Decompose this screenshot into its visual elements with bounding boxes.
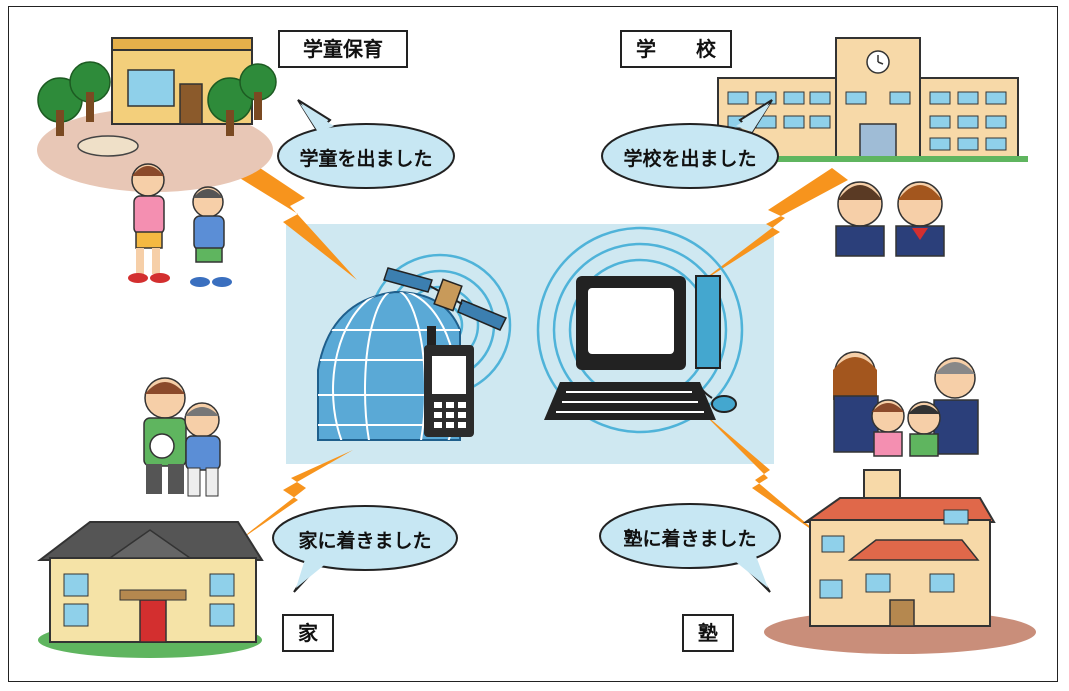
- family-icon: [833, 351, 979, 457]
- label-home: 家: [282, 614, 334, 652]
- lightning-bolt-icon: [230, 160, 848, 540]
- computer-icon: [544, 275, 737, 420]
- children-icon: [128, 163, 232, 287]
- house-illustration: [37, 521, 264, 658]
- label-school: 学 校: [620, 30, 732, 68]
- bubble-text-school: 学校を出ました: [623, 148, 757, 170]
- satellite-icon: [383, 267, 508, 331]
- computer-group: [536, 226, 744, 434]
- label-gakudo: 学童保育: [278, 30, 408, 68]
- satellite-phone-group: [317, 253, 512, 441]
- juku-building-illustration: [764, 469, 1036, 654]
- bubble-text-gakudo: 学童を出ました: [299, 148, 433, 170]
- speech-bubble-school: [601, 99, 779, 189]
- label-juku: 塾: [682, 614, 734, 652]
- students-icon: [835, 181, 945, 257]
- mobile-phone-icon: [424, 326, 474, 437]
- home-children-icon: [143, 377, 221, 497]
- tree-icon: [37, 61, 277, 123]
- speech-bubble-gakudo: [277, 99, 455, 189]
- gakudo-building-illustration: [37, 37, 277, 192]
- bubble-text-juku: 塾に着きました: [623, 528, 757, 550]
- speech-bubble-juku: [599, 503, 781, 593]
- speech-bubble-home: [272, 505, 458, 593]
- school-building-illustration: [717, 37, 1028, 162]
- bubble-text-home: 家に着きました: [298, 530, 432, 552]
